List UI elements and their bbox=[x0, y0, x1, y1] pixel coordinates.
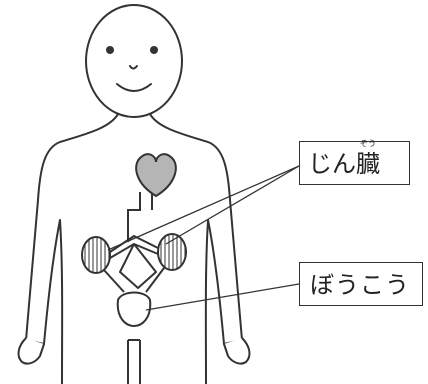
kidney-label-prefix: じん bbox=[308, 150, 356, 178]
bladder-label: ぼうこう bbox=[310, 271, 410, 299]
left-kidney bbox=[82, 237, 110, 273]
bladder-label-box: ぼうこう bbox=[299, 262, 423, 306]
left-hand bbox=[19, 338, 44, 364]
kidney-label-box: じんぞう臓 bbox=[299, 141, 410, 185]
kidney-label: じんぞう臓 bbox=[308, 150, 380, 178]
kidney-label-kanji-wrap: ぞう臓 bbox=[356, 150, 380, 178]
kidney-label-ruby: ぞう bbox=[356, 139, 380, 149]
heart bbox=[136, 154, 176, 196]
renal-vessels bbox=[110, 236, 158, 288]
leg-gap bbox=[128, 340, 140, 384]
major-vessels bbox=[128, 192, 152, 242]
kidney-label-kanji: 臓 bbox=[356, 150, 380, 178]
head-outline bbox=[86, 5, 182, 117]
bladder bbox=[118, 293, 151, 327]
leader-line-kidney-left bbox=[108, 166, 299, 250]
left-eye bbox=[106, 46, 114, 54]
right-eye bbox=[150, 46, 158, 54]
right-hand bbox=[224, 338, 249, 364]
right-kidney bbox=[158, 234, 186, 270]
leader-line-bladder bbox=[146, 284, 299, 310]
